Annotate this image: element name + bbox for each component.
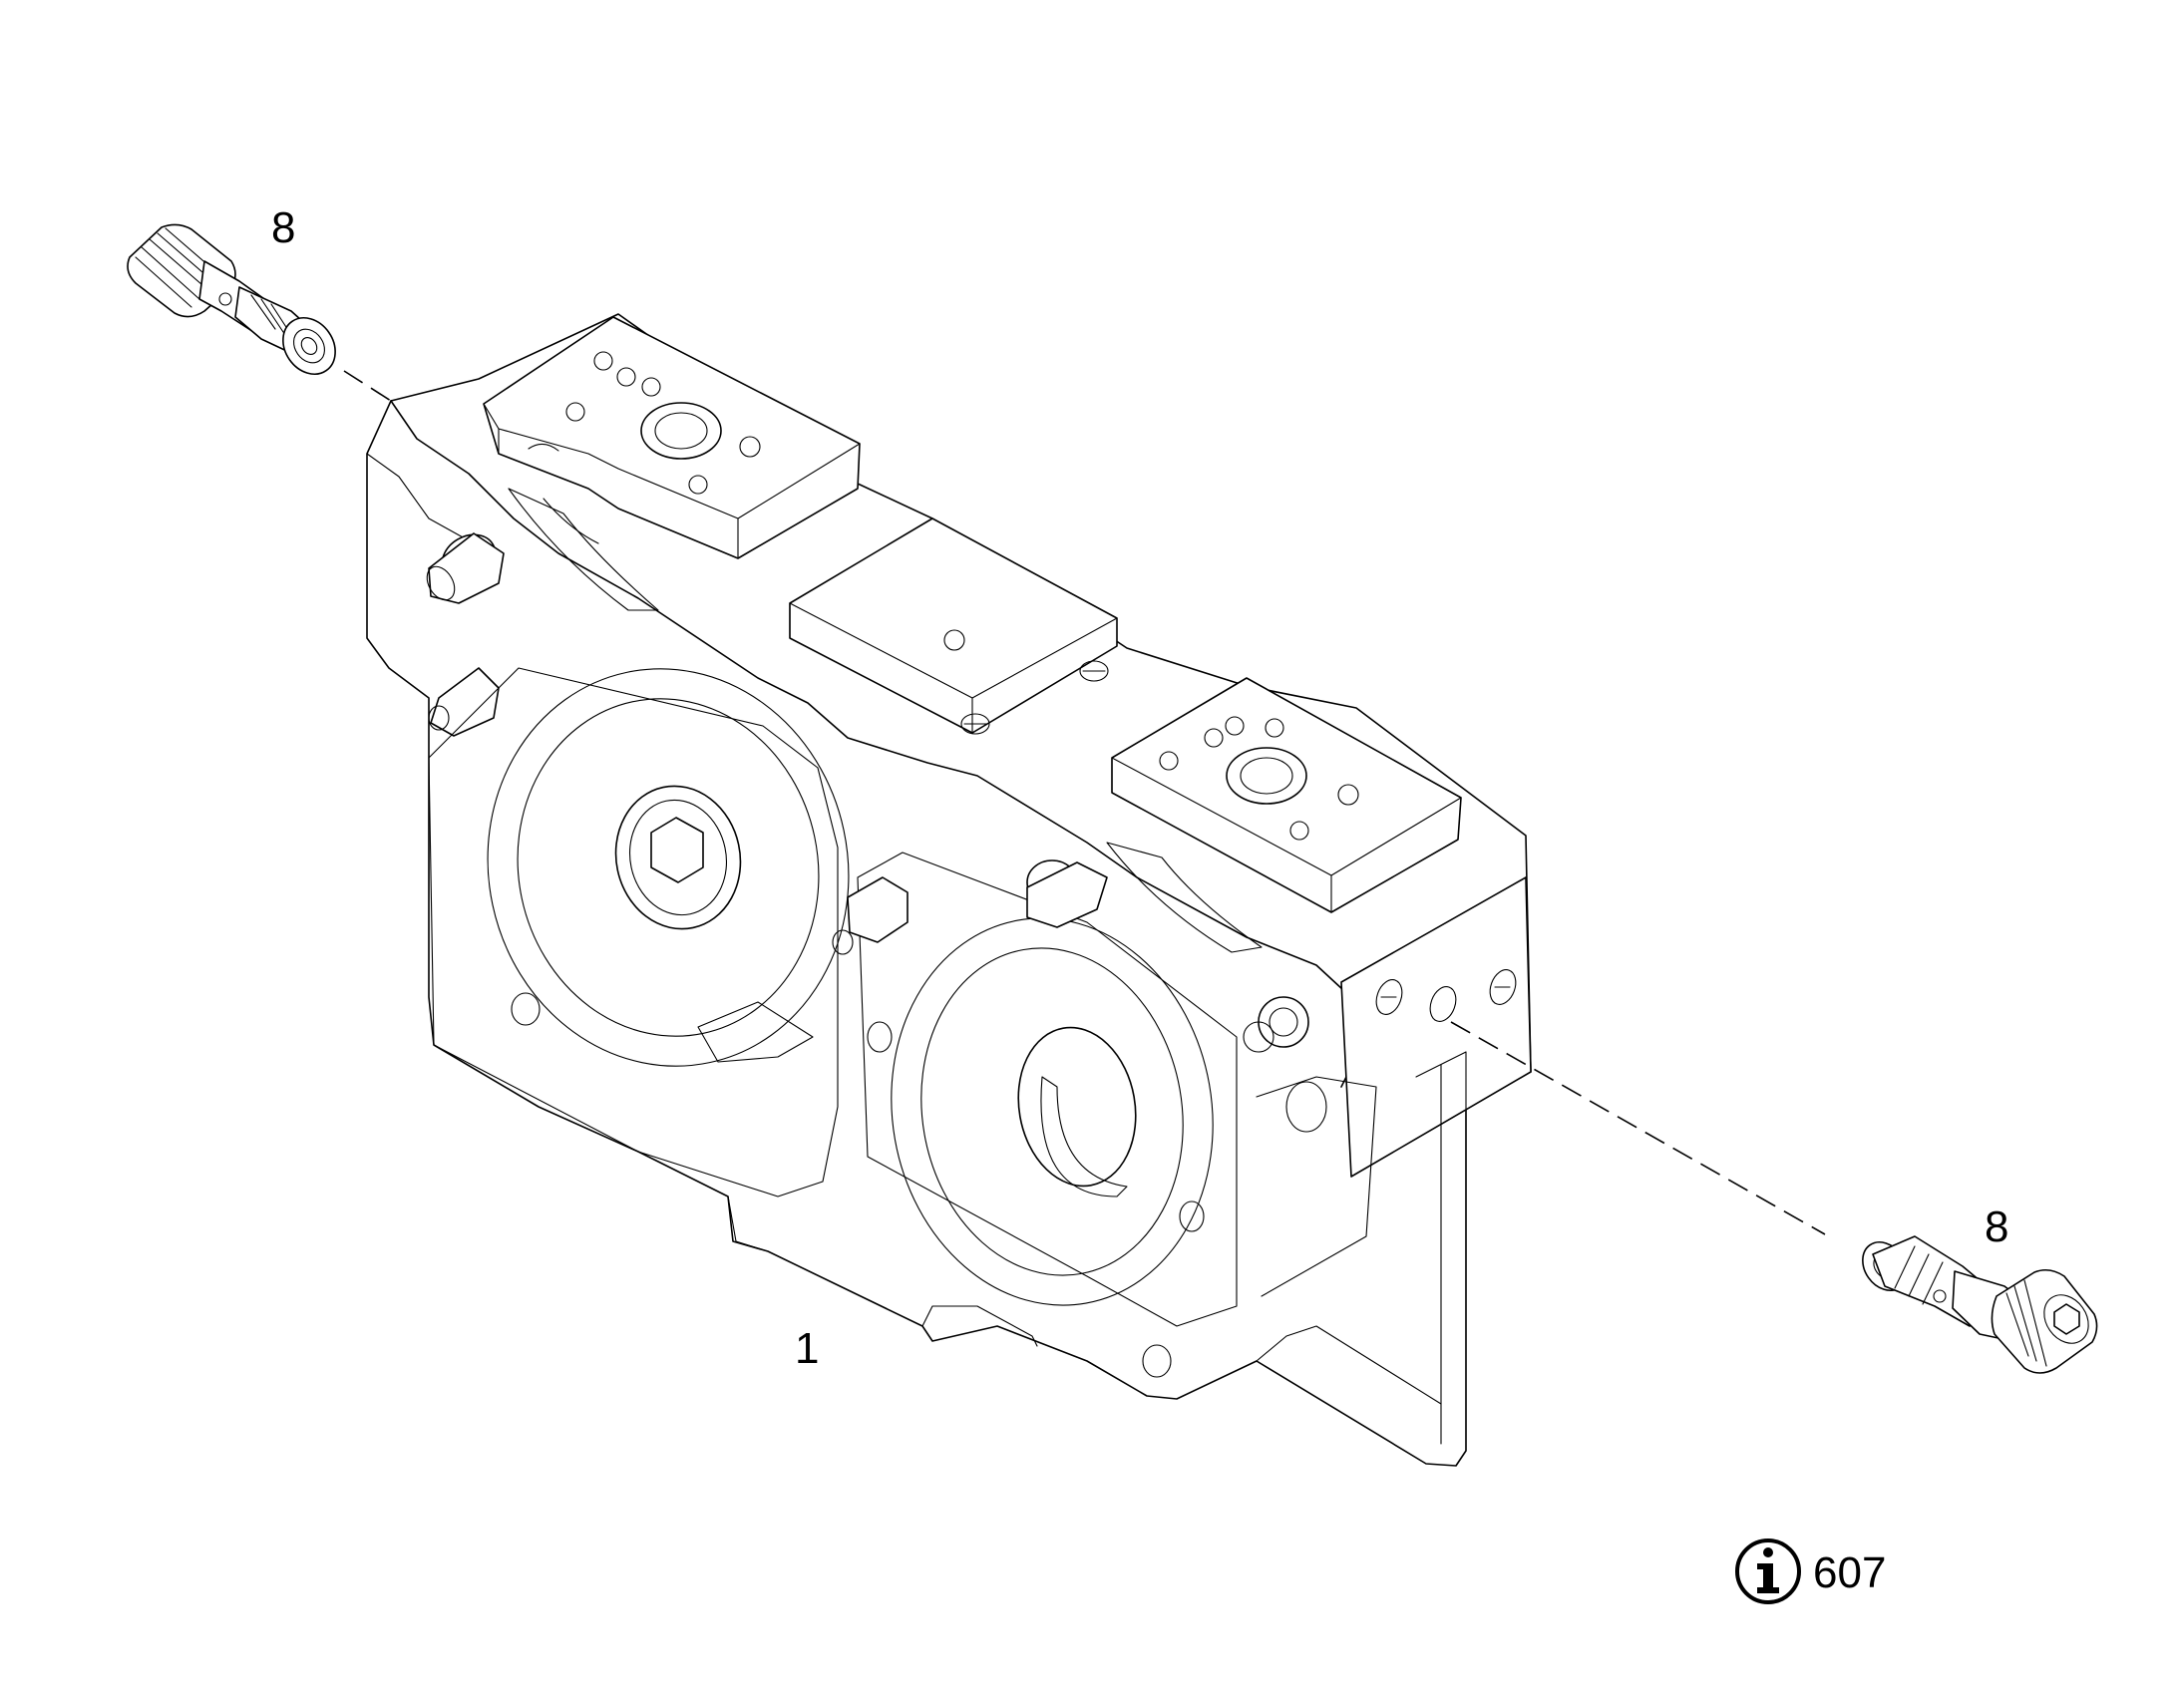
callout-housing: 1 bbox=[795, 1324, 819, 1373]
cartridge-valve-upper[interactable] bbox=[127, 223, 346, 384]
pump-housing[interactable] bbox=[366, 313, 1532, 1467]
callout-upper-valve: 8 bbox=[271, 203, 295, 252]
info-reference-number: 607 bbox=[1813, 1548, 1886, 1597]
info-icon bbox=[1735, 1538, 1801, 1604]
cartridge-valve-lower[interactable] bbox=[1854, 1233, 2098, 1374]
leader-line-upper bbox=[343, 370, 392, 402]
callout-lower-valve: 8 bbox=[1985, 1202, 2008, 1251]
leader-line-lower bbox=[1450, 1021, 1826, 1235]
info-reference[interactable]: 607 bbox=[1735, 1538, 1886, 1604]
